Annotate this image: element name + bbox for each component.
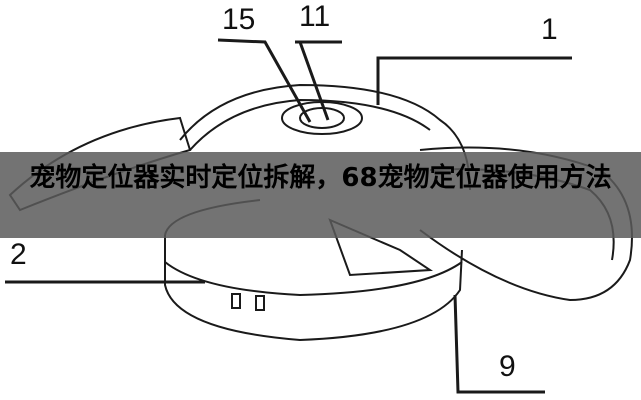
base-slot — [255, 295, 265, 311]
leader-15 — [217, 38, 312, 123]
base-body — [164, 235, 463, 342]
callout-11: 11 — [299, 0, 331, 33]
title-banner — [0, 152, 641, 238]
top-dome-inner — [189, 98, 431, 151]
top-dome — [179, 83, 471, 191]
callout-9: 9 — [499, 350, 516, 383]
leader-9 — [453, 294, 545, 394]
banner-title: 宠物定位器实时定位拆解，68宠物定位器使用方法 — [29, 163, 612, 193]
clip — [328, 218, 434, 277]
callout-2: 2 — [10, 238, 27, 271]
top-button-center — [299, 107, 345, 129]
callout-15: 15 — [222, 3, 256, 36]
callout-1: 1 — [541, 13, 558, 46]
leader-11 — [295, 40, 342, 121]
base-slot — [231, 293, 241, 309]
leader-1 — [376, 56, 572, 105]
